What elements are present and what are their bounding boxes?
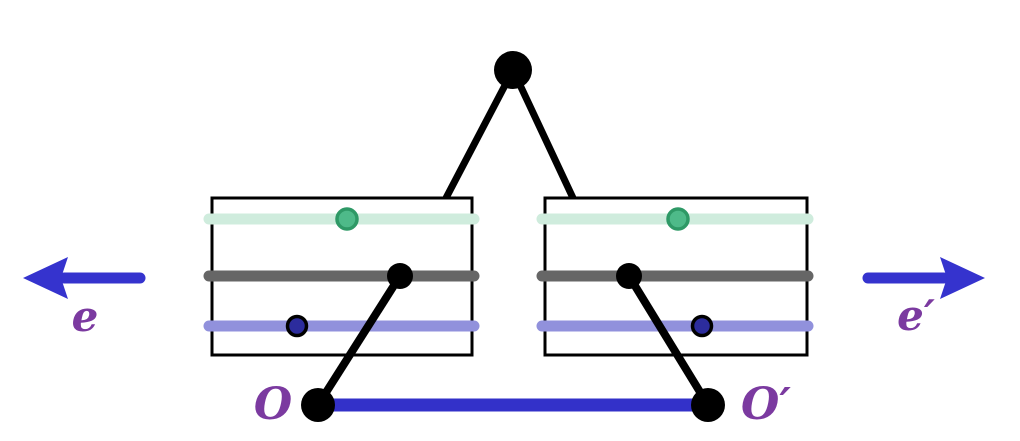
right-arrow-head: [940, 257, 985, 299]
origin-node-left: [301, 388, 335, 422]
pendulum-line-left: [314, 273, 404, 408]
left-arrow-icon: [23, 257, 146, 299]
pendulum-line-right: [625, 273, 712, 408]
left-box-green-dot: [335, 207, 359, 231]
left-box-navy-dot: [285, 314, 309, 338]
right-arrow-icon: [862, 257, 985, 299]
right-box-navy-dot: [690, 314, 714, 338]
apex-node: [494, 51, 532, 89]
right-box-black-dot: [616, 263, 642, 289]
origin-label-left: O: [254, 379, 292, 430]
left-box-black-dot: [387, 263, 413, 289]
left-arrow-head: [23, 257, 68, 299]
origin-label-right: O′: [741, 379, 791, 430]
frame-label-right: e′: [897, 291, 935, 340]
right-box-green-dot: [666, 207, 690, 231]
apex-edge-left: [442, 68, 517, 200]
apex-edge-right: [509, 68, 577, 200]
frame-label-left: e: [72, 292, 99, 341]
origin-node-right: [691, 388, 725, 422]
